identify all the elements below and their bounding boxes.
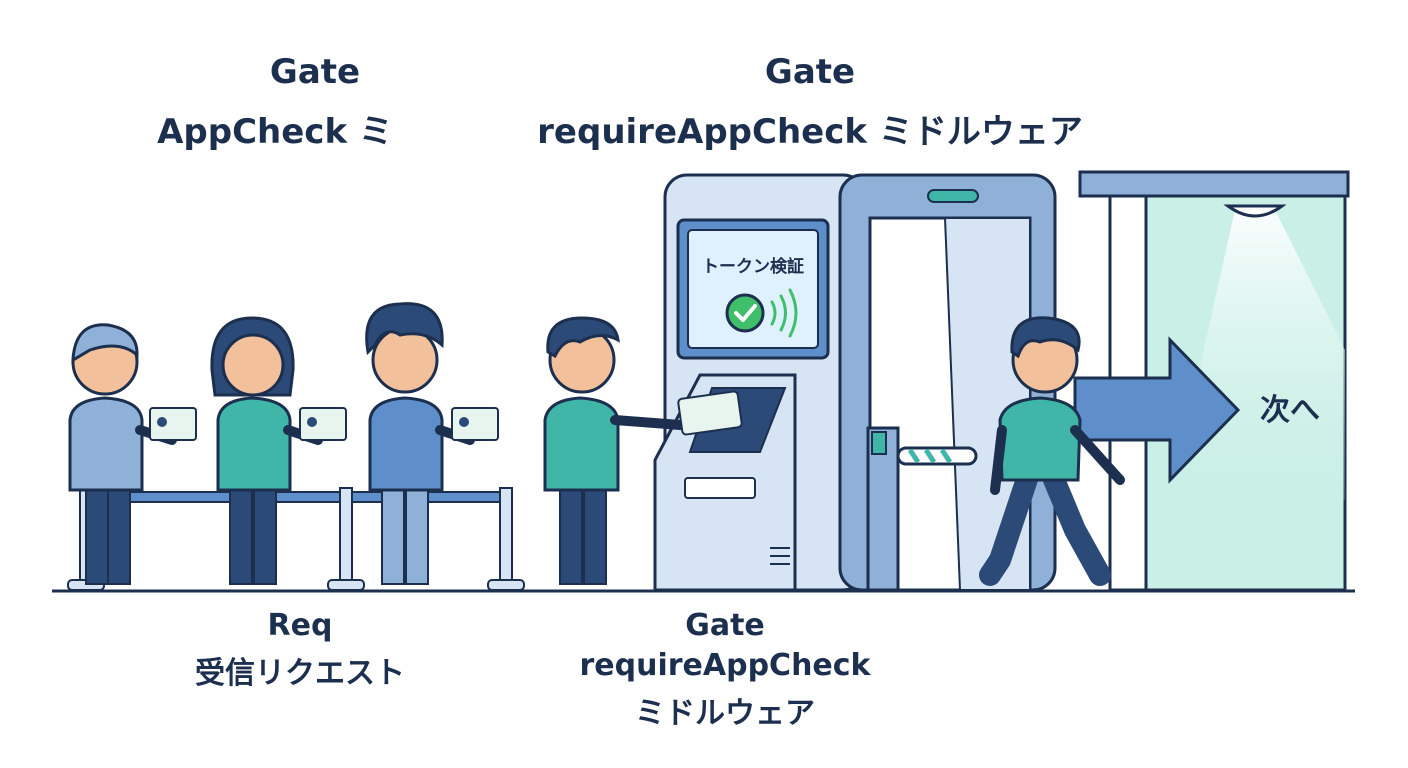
bottom-mid-middleware-label: ミドルウェア <box>635 696 815 731</box>
bottom-left-req-label: Req <box>267 608 333 643</box>
person-waiting-3 <box>365 302 499 585</box>
id-card-icon <box>677 390 743 436</box>
security-gate: トークン検証 <box>653 173 1057 592</box>
gate-screen: トークン検証 <box>676 218 830 360</box>
id-card-icon <box>149 407 197 441</box>
top-left-middleware-text: AppCheck ミ <box>157 112 393 152</box>
next-arrow-label: 次へ <box>1260 393 1320 428</box>
next-arrow: 次へ <box>1073 336 1320 484</box>
turnstile-barrier <box>866 426 978 592</box>
top-mid-middleware-title: requireAppCheck ミドルウェア <box>537 112 1083 152</box>
check-circle-icon <box>725 293 765 333</box>
right-arrow-icon <box>1073 336 1241 484</box>
person-passing-gate <box>979 316 1125 586</box>
queue-barrier <box>67 487 525 591</box>
top-mid-gate-title: Gate <box>764 52 856 92</box>
id-card-icon <box>299 407 347 441</box>
nfc-waves-icon <box>770 288 798 338</box>
gate-indicator-light <box>927 189 979 203</box>
top-left-gate-title: Gate <box>269 52 361 92</box>
bottom-mid-gate-label: Gate <box>685 608 765 643</box>
person-waiting-1 <box>68 323 197 585</box>
bottom-mid-middleware-name-label: requireAppCheck <box>579 648 871 683</box>
ceiling-lamp-icon <box>1223 204 1287 218</box>
person-waiting-2 <box>210 316 347 585</box>
id-card-icon <box>451 407 499 441</box>
top-left-middleware-title: AppCheck ミ <box>150 104 440 153</box>
bottom-left-incoming-requests-label: 受信リクエスト <box>195 656 405 691</box>
token-verify-text: トークン検証 <box>702 256 804 277</box>
person-scanning-card <box>543 316 743 585</box>
